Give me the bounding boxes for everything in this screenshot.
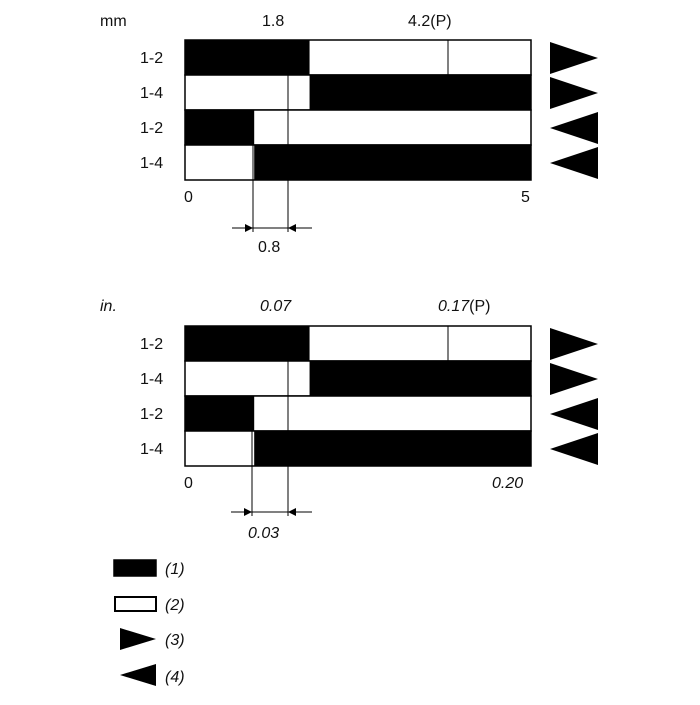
dimension-label: 0.8 — [258, 239, 280, 256]
top-mark-b-suffix: (P) — [430, 13, 451, 30]
top-mark-b-value: 0.17 — [438, 298, 470, 315]
timing-row-fill — [185, 110, 255, 145]
legend-label: (1) — [165, 561, 185, 578]
unit-label: mm — [100, 13, 127, 30]
row-label: 1-2 — [140, 50, 163, 67]
dimension-arrow-icon — [288, 224, 296, 232]
row-label: 1-4 — [140, 441, 163, 458]
row-label: 1-4 — [140, 371, 163, 388]
arrow-left-icon — [550, 147, 598, 179]
arrow-left-icon — [550, 433, 598, 465]
timing-row-fill — [254, 431, 531, 466]
axis-end-label: 5 — [521, 189, 530, 206]
row-label: 1-4 — [140, 85, 163, 102]
axis-end-label: 0.20 — [492, 475, 523, 492]
top-mark-b: 0.17(P) — [438, 298, 490, 315]
axis-start-label: 0 — [184, 475, 193, 492]
row-label: 1-2 — [140, 120, 163, 137]
dimension-label: 0.03 — [248, 525, 279, 542]
timing-bars — [184, 325, 532, 467]
arrow-left-icon — [120, 664, 156, 686]
arrow-right-icon — [120, 628, 156, 650]
arrow-left-icon — [550, 398, 598, 430]
unit-label: in. — [100, 298, 117, 315]
arrow-right-icon — [550, 77, 598, 109]
top-mark-a: 0.07 — [260, 298, 292, 315]
axis-start-label: 0 — [184, 189, 193, 206]
legend-label: (3) — [165, 632, 185, 649]
diagram-in: in. 0.07 0.17(P) 1-2 1-4 1-2 1-4 0 0.20 … — [100, 298, 598, 542]
dimension-arrow-icon — [288, 508, 296, 516]
top-mark-a: 1.8 — [262, 13, 284, 30]
timing-row-fill — [185, 396, 255, 431]
legend-label: (2) — [165, 597, 185, 614]
row-label: 1-4 — [140, 155, 163, 172]
timing-row-fill — [185, 326, 310, 361]
legend: (1) (2) (3) (4) — [113, 559, 185, 686]
diagram-mm: mm 1.8 4.2(P) 1-2 1-4 1-2 1-4 0 5 0.8 — [100, 13, 598, 256]
legend-label: (4) — [165, 669, 185, 686]
arrow-right-icon — [550, 42, 598, 74]
arrow-right-icon — [550, 363, 598, 395]
timing-bars — [184, 39, 532, 181]
dimension-arrow-icon — [245, 224, 253, 232]
arrow-left-icon — [550, 112, 598, 144]
top-mark-b-value: 4.2 — [408, 13, 430, 30]
legend-swatch-filled — [113, 559, 157, 577]
dimension-arrow-icon — [244, 508, 252, 516]
timing-row-fill — [309, 75, 531, 110]
row-label: 1-2 — [140, 336, 163, 353]
arrow-right-icon — [550, 328, 598, 360]
timing-row-fill — [309, 361, 531, 396]
top-mark-b: 4.2(P) — [408, 13, 452, 30]
legend-swatch-empty — [114, 596, 157, 612]
timing-row-fill — [185, 40, 310, 75]
timing-row-fill — [254, 145, 531, 180]
top-mark-b-suffix: (P) — [469, 298, 490, 315]
row-label: 1-2 — [140, 406, 163, 423]
